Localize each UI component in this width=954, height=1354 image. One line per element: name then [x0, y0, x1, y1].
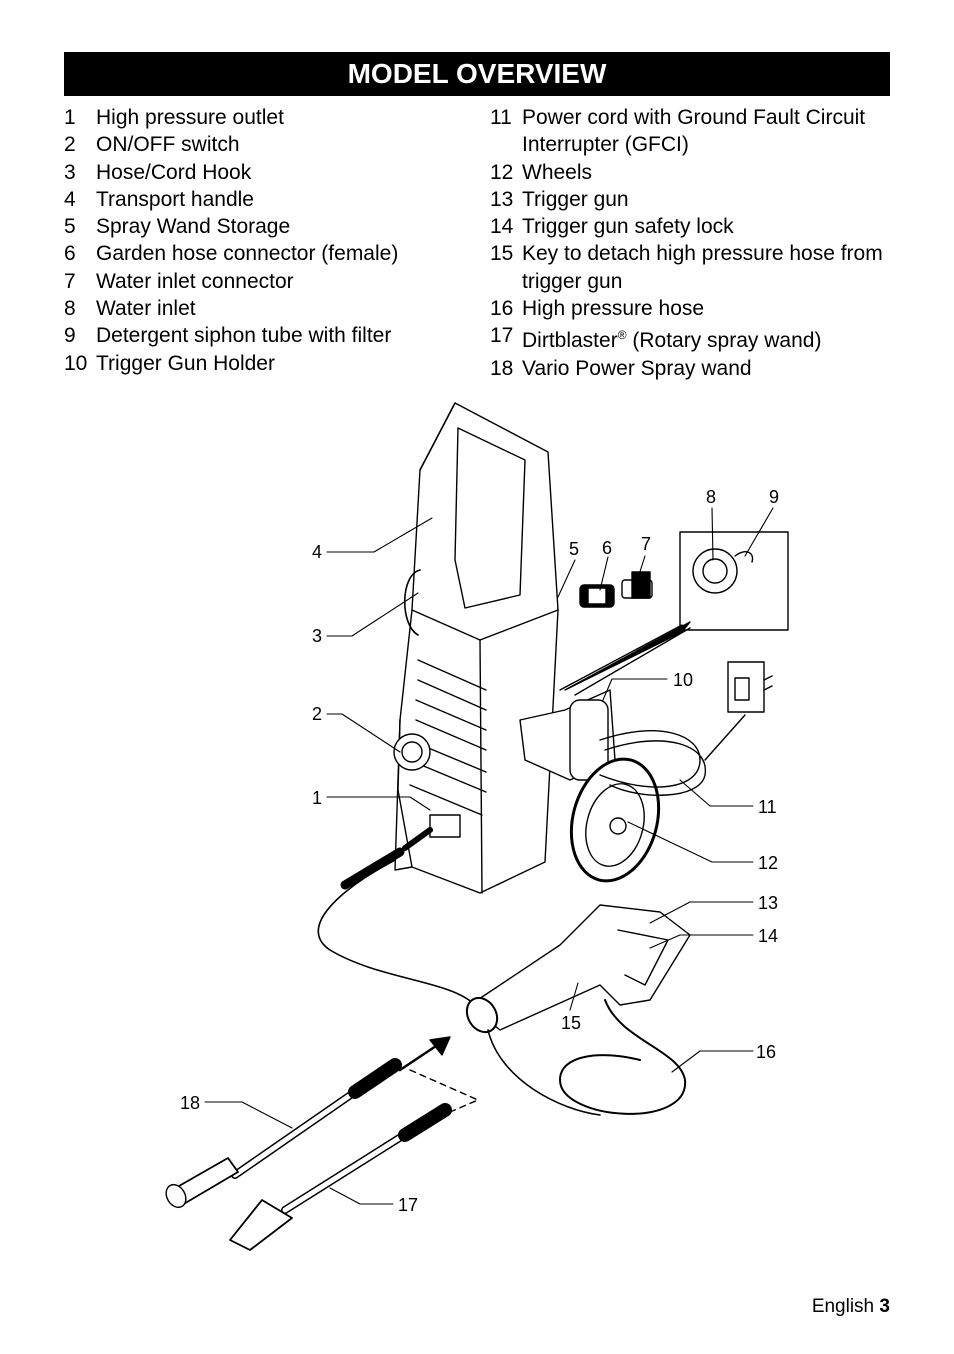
item-number: 10 [64, 351, 88, 375]
list-item: 13 Trigger gun [490, 186, 890, 213]
item-number: 4 [64, 187, 76, 211]
item-label: Water inlet [96, 297, 196, 321]
list-item: 17 Dirtblaster® (Rotary spray wand) [490, 322, 890, 354]
item-label: Detergent siphon tube with filter [96, 324, 392, 348]
item-label: Wheels [522, 160, 593, 184]
item-number: 11 [490, 106, 512, 129]
garden-hose-connector [579, 584, 615, 608]
list-item: 1 High pressure outlet [64, 104, 474, 131]
item-label: Key to detach high pressure hose from tr… [522, 242, 883, 293]
callout-10: 10 [673, 670, 693, 690]
callout-16: 16 [756, 1042, 776, 1062]
parts-list-right: 11 Power cord with Ground Fault Circuit I… [490, 104, 890, 382]
list-item: 6 Garden hose connector (female) [64, 240, 474, 267]
item-label: Trigger gun safety lock [522, 215, 734, 239]
water-inlet-detail [559, 531, 789, 696]
callout-9: 9 [769, 487, 779, 507]
item-label: Power cord with Ground Fault Circuit Int… [522, 106, 866, 157]
item-label: Garden hose connector (female) [96, 242, 399, 266]
callout-18: 18 [180, 1093, 200, 1113]
callout-11: 11 [758, 797, 777, 817]
high-pressure-outlet [402, 814, 461, 851]
on-off-switch [393, 733, 431, 771]
item-label: ON/OFF switch [96, 133, 240, 157]
item-number: 12 [490, 160, 514, 184]
callout-14: 14 [758, 926, 778, 946]
item-number: 14 [490, 215, 514, 239]
item-number: 13 [490, 187, 514, 211]
item-number: 5 [64, 215, 76, 239]
list-item: 14 Trigger gun safety lock [490, 213, 890, 240]
item-number: 9 [64, 324, 76, 348]
dirtblaster-rotary-wand [229, 1103, 452, 1251]
wheel [569, 757, 661, 883]
callout-12: 12 [758, 853, 778, 873]
list-item: 2 ON/OFF switch [64, 131, 474, 158]
footer-language: English [811, 1296, 875, 1317]
list-item: 18 Vario Power Spray wand [490, 355, 890, 382]
hose-to-gun [317, 859, 476, 1006]
item-label: Trigger Gun Holder [96, 351, 275, 375]
list-item: 11 Power cord with Ground Fault Circuit I… [490, 104, 890, 159]
trigger-gun-holder [519, 689, 616, 781]
parts-list-left: 1 High pressure outlet 2 ON/OFF switch 3 Ho… [64, 104, 474, 377]
pressure-washer-diagram: 1 2 3 4 5 6 7 8 9 10 11 12 13 14 15 16 1… [165, 402, 789, 1251]
list-item: 15 Key to detach high pressure hose from … [490, 240, 890, 295]
item-number: 3 [64, 160, 76, 184]
list-item: 12 Wheels [490, 159, 890, 186]
callout-1: 1 [312, 788, 322, 808]
list-item: 10 Trigger Gun Holder [64, 350, 474, 377]
callout-3: 3 [312, 626, 322, 646]
item-label: High pressure outlet [96, 106, 284, 129]
page-number: 3 [879, 1296, 890, 1317]
vario-power-spray-wand [165, 1058, 402, 1209]
callout-17: 17 [398, 1195, 418, 1215]
item-number: 1 [64, 106, 76, 129]
list-item: 8 Water inlet [64, 295, 474, 322]
callout-6: 6 [602, 538, 612, 558]
item-label-main: Dirtblaster [522, 329, 618, 353]
item-label: Hose/Cord Hook [96, 160, 252, 184]
item-label: Trigger gun [522, 187, 629, 211]
list-item: 16 High pressure hose [490, 295, 890, 322]
list-item: 4 Transport handle [64, 186, 474, 213]
item-number: 18 [490, 356, 514, 380]
item-number: 16 [490, 297, 514, 321]
hose-cord-hook [403, 569, 421, 636]
washer-body [394, 402, 559, 894]
callout-8: 8 [706, 487, 716, 507]
item-label: Vario Power Spray wand [522, 356, 752, 380]
trigger-gun [465, 904, 691, 1034]
item-label: Transport handle [96, 187, 254, 211]
power-cord [599, 661, 773, 796]
item-label: Dirtblaster® (Rotary spray wand) [522, 322, 890, 354]
list-item: 9 Detergent siphon tube with filter [64, 322, 474, 349]
item-number: 2 [64, 133, 76, 157]
item-number: 8 [64, 297, 76, 321]
registered-mark: ® [617, 328, 627, 343]
callout-4: 4 [312, 542, 322, 562]
item-number: 7 [64, 269, 76, 293]
water-inlet-connector [621, 571, 653, 599]
callout-5: 5 [569, 539, 579, 559]
callout-7: 7 [641, 534, 651, 554]
callout-15: 15 [561, 1013, 581, 1033]
item-label: High pressure hose [522, 297, 705, 321]
item-label: Water inlet connector [96, 269, 294, 293]
item-label: Spray Wand Storage [96, 215, 291, 239]
callout-13: 13 [758, 893, 778, 913]
item-label-rest: (Rotary spray wand) [626, 329, 822, 353]
list-item: 3 Hose/Cord Hook [64, 159, 474, 186]
item-number: 15 [490, 242, 514, 266]
leader-lines [204, 507, 774, 1205]
page-title: MODEL OVERVIEW [64, 52, 890, 96]
high-pressure-hose [559, 999, 687, 1115]
list-item: 5 Spray Wand Storage [64, 213, 474, 240]
item-number: 17 [490, 324, 514, 348]
list-item: 7 Water inlet connector [64, 268, 474, 295]
callout-2: 2 [312, 704, 322, 724]
item-number: 6 [64, 242, 76, 266]
page-footer: English 3 [812, 1296, 890, 1318]
